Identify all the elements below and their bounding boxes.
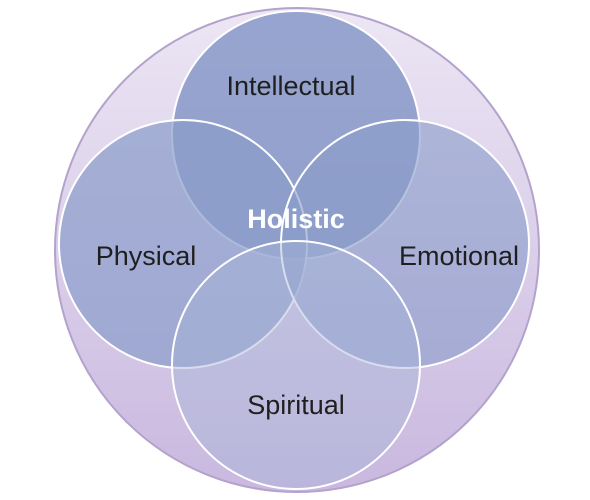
label-intellectual: Intellectual	[226, 71, 355, 101]
circle-spiritual	[171, 240, 421, 490]
label-holistic-center: Holistic	[247, 204, 345, 234]
label-physical: Physical	[96, 241, 197, 271]
label-emotional: Emotional	[399, 241, 519, 271]
circle-emotional	[280, 119, 530, 369]
label-spiritual: Spiritual	[247, 390, 345, 420]
